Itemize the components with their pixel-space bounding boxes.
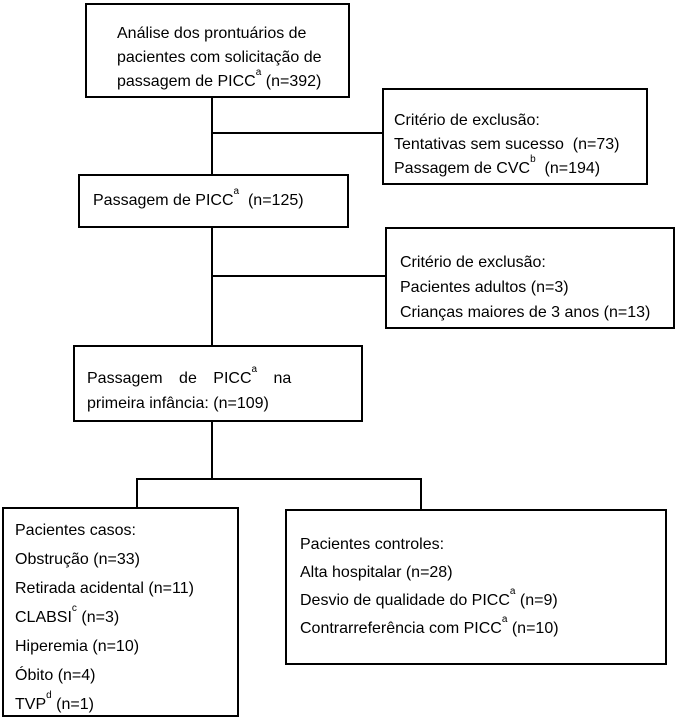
text-segment: (n=392) <box>261 73 322 90</box>
text-line: Crianças maiores de 3 anos (n=13) <box>400 300 671 325</box>
text-line: Passagem de CVCb (n=194) <box>394 153 644 181</box>
text-segment: Crianças maiores de 3 anos (n=13) <box>400 304 651 321</box>
text-segment: Pacientes casos: <box>15 522 136 539</box>
box-pacientes-controles: Pacientes controles: Alta hospitalar (n=2… <box>285 509 667 665</box>
connector-split-to-controles <box>420 478 422 509</box>
connector-split-horizontal <box>136 478 422 480</box>
text-segment: Análise dos prontuários de <box>117 25 307 42</box>
text-segment: (n=10) <box>507 620 559 637</box>
superscript-marker: d <box>46 689 52 701</box>
box-criterio-exclusao-2: Critério de exclusão: Pacientes adultos (… <box>385 227 675 329</box>
text-line: Tentativas sem sucesso (n=73) <box>394 133 644 157</box>
text-line: Alta hospitalar (n=28) <box>300 559 663 587</box>
connector-infancia-to-split <box>211 422 213 480</box>
text-line: CLABSIc (n=3) <box>15 603 235 632</box>
superscript-marker: c <box>71 602 77 614</box>
superscript-marker: a <box>251 363 258 375</box>
connector-picc-to-infancia <box>211 228 213 345</box>
text-line: Contrarreferência com PICCa (n=10) <box>300 613 663 643</box>
text-line: Passagem de PICCa na <box>87 363 327 391</box>
text-segment: Critério de exclusão: <box>400 254 546 271</box>
text-segment: Retirada acidental (n=11) <box>15 580 194 597</box>
superscript-marker: a <box>501 613 508 625</box>
text-line: Análise dos prontuários de <box>117 22 346 46</box>
superscript-marker: a <box>509 585 516 597</box>
text-segment: Passagem de CVC <box>394 160 531 177</box>
text-segment: Obstrução (n=33) <box>15 551 140 568</box>
text-segment: primeira infância: (n=109) <box>87 395 269 412</box>
text-line: Pacientes casos: <box>15 516 235 545</box>
box-analise-prontuarios: Análise dos prontuários de pacientes com … <box>85 3 350 98</box>
box-passagem-picc: Passagem de PICCa (n=125) <box>78 174 349 228</box>
text-line: pacientes com solicitação de <box>117 46 346 70</box>
text-line: Obstrução (n=33) <box>15 545 235 574</box>
box-pacientes-casos: Pacientes casos: Obstrução (n=33) Retirada… <box>2 507 239 717</box>
superscript-marker: a <box>255 66 262 78</box>
superscript-marker: b <box>530 153 536 165</box>
text-line: Pacientes controles: <box>300 531 663 559</box>
text-segment: (n=3) <box>76 609 120 626</box>
text-segment: Tentativas sem sucesso (n=73) <box>394 136 620 153</box>
text-segment: Pacientes adultos (n=3) <box>400 279 569 296</box>
text-segment: Óbito (n=4) <box>15 667 96 684</box>
text-line: Critério de exclusão: <box>400 250 671 275</box>
connector-branch-exclusion-2 <box>212 275 385 277</box>
text-segment: CLABSI <box>15 609 72 626</box>
text-segment: na <box>257 370 292 387</box>
text-segment: Critério de exclusão: <box>394 112 540 129</box>
connector-top-to-picc <box>211 98 213 174</box>
text-line: Critério de exclusão: <box>394 109 644 133</box>
text-line: Pacientes adultos (n=3) <box>400 275 671 300</box>
text-segment: Hiperemia (n=10) <box>15 638 140 655</box>
box-primeira-infancia: Passagem de PICCa na primeira infância: (… <box>73 345 363 422</box>
text-line: Desvio de qualidade do PICCa (n=9) <box>300 585 663 615</box>
superscript-marker: a <box>233 185 240 197</box>
text-line: passagem de PICCa (n=392) <box>117 66 346 94</box>
text-line: Óbito (n=4) <box>15 661 235 690</box>
text-segment: passagem de PICC <box>117 73 256 90</box>
text-line: Hiperemia (n=10) <box>15 632 235 661</box>
text-segment: Passagem de PICC <box>93 192 234 209</box>
box-criterio-exclusao-1: Critério de exclusão: Tentativas sem suce… <box>382 88 648 185</box>
text-segment: pacientes com solicitação de <box>117 49 322 66</box>
connector-split-to-casos <box>136 478 138 507</box>
text-line: primeira infância: (n=109) <box>87 391 327 416</box>
text-segment: (n=125) <box>239 192 304 209</box>
text-segment: TVP <box>15 696 47 713</box>
text-segment: Alta hospitalar (n=28) <box>300 564 453 581</box>
text-line: Retirada acidental (n=11) <box>15 574 235 603</box>
text-segment: (n=194) <box>535 160 601 177</box>
text-segment: Desvio de qualidade do PICC <box>300 592 510 609</box>
text-segment: Contrarreferência com PICC <box>300 620 502 637</box>
text-segment: (n=9) <box>515 592 558 609</box>
text-segment: Pacientes controles: <box>300 536 445 553</box>
text-segment: Passagem de PICC <box>87 370 252 387</box>
connector-branch-exclusion-1 <box>212 132 382 134</box>
text-line: Passagem de PICCa (n=125) <box>93 186 304 211</box>
text-line: TVPd (n=1) <box>15 690 235 719</box>
text-segment: (n=1) <box>51 696 94 713</box>
